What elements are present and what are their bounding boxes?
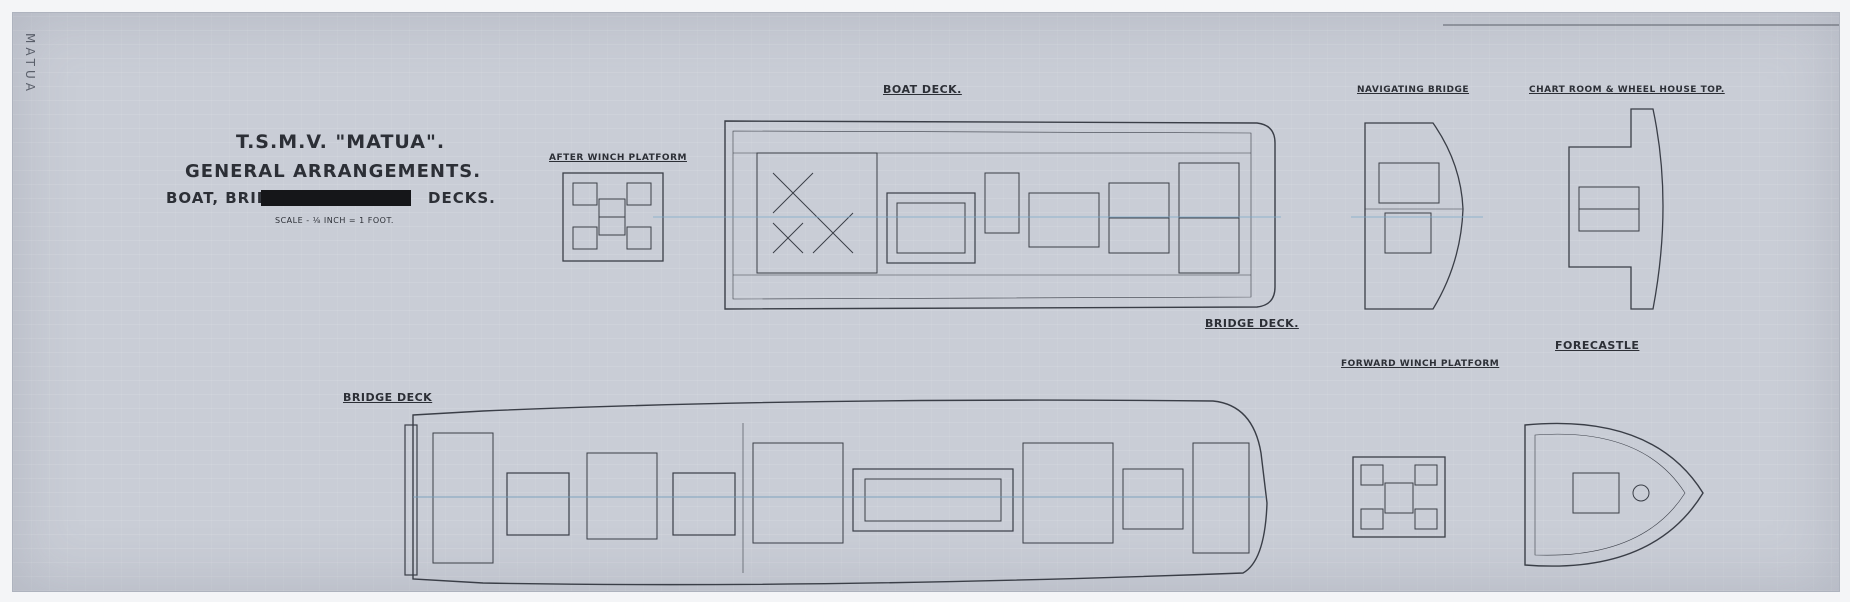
forward-winch-platform-plan [1352, 456, 1446, 538]
heading-boat-deck: BOAT DECK. [883, 83, 962, 96]
heading-bridge-deck-right: BRIDGE DECK. [1205, 317, 1299, 330]
margin-mark: MATUA [23, 33, 37, 95]
chart-room-plan [1568, 108, 1664, 310]
forecastle-plan [1524, 422, 1704, 567]
drawing-scale: SCALE - ⅛ INCH = 1 FOOT. [275, 216, 394, 225]
drawing-subtitle: GENERAL ARRANGEMENTS. [185, 161, 482, 182]
drawing-title: T.S.M.V. "MATUA". [236, 131, 446, 153]
bridge-deck-plan [404, 399, 1268, 586]
heading-after-winch-platform: AFTER WINCH PLATFORM [549, 153, 687, 163]
heading-navigating-bridge: NAVIGATING BRIDGE [1357, 85, 1470, 95]
heading-forecastle: FORECASTLE [1555, 339, 1640, 352]
after-winch-platform-plan [562, 172, 664, 262]
navigating-bridge-plan [1364, 122, 1464, 310]
heading-chart-room: CHART ROOM & WHEEL HOUSE TOP. [1529, 85, 1725, 95]
drawing-decks-end: DECKS. [428, 189, 496, 207]
heading-forward-winch-platform: FORWARD WINCH PLATFORM [1341, 359, 1500, 369]
redaction-bar [261, 190, 411, 206]
drawing-sheet: MATUA T.S.M.V. "MATUA". GENERAL ARRANGEM… [12, 12, 1840, 592]
heading-bridge-deck-left: BRIDGE DECK [343, 391, 433, 404]
boat-deck-plan [724, 120, 1276, 310]
plan-linework [404, 24, 1839, 586]
